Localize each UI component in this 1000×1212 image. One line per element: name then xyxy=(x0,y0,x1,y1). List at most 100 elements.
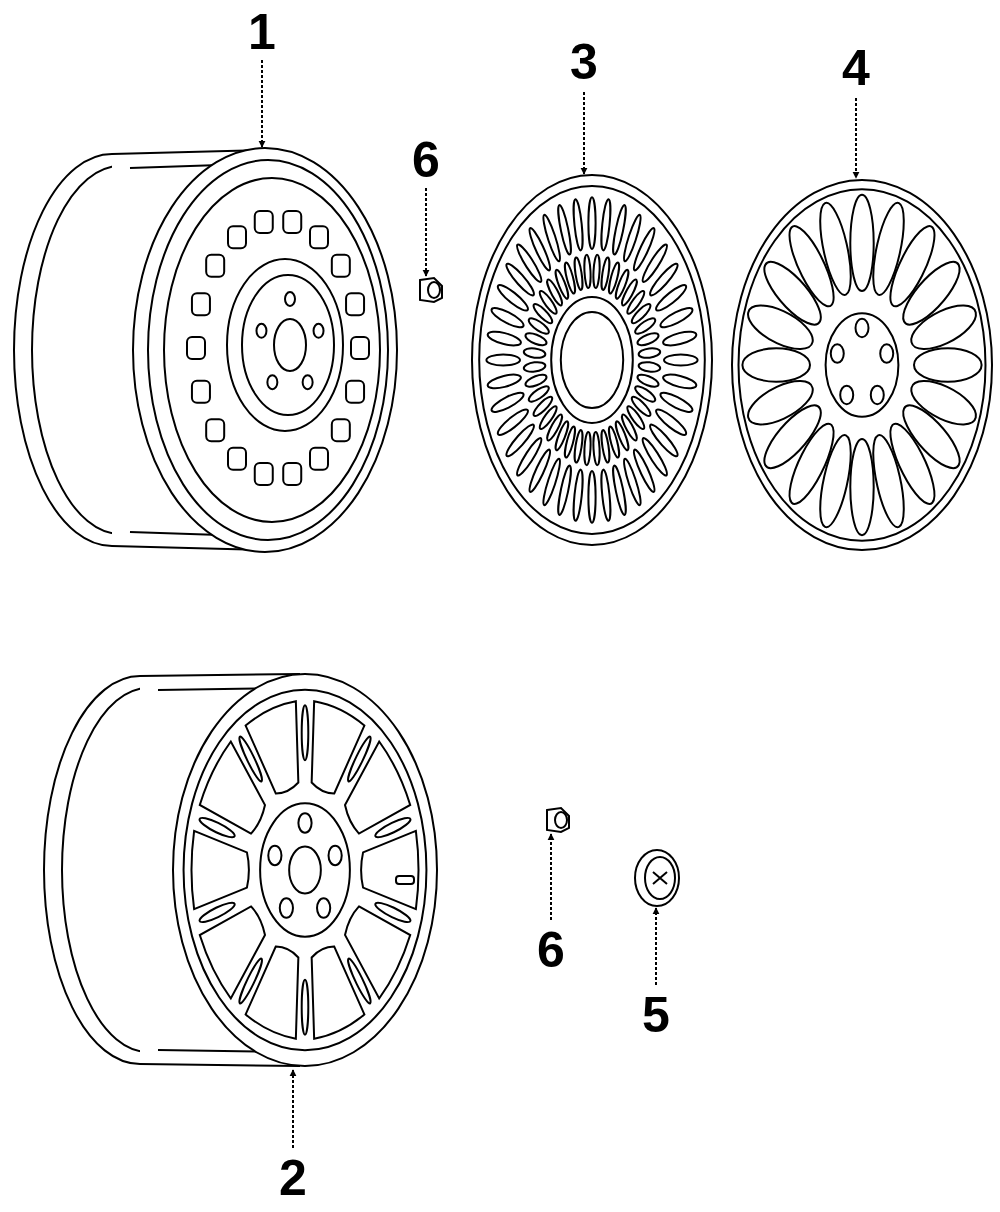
cap-body xyxy=(635,850,679,906)
cover-petal xyxy=(850,439,873,535)
callout-number: 3 xyxy=(570,37,598,87)
nut-body xyxy=(420,278,442,302)
cover-slot xyxy=(556,203,573,256)
nut-face xyxy=(555,812,567,828)
vent-hole xyxy=(346,381,364,403)
vent-hole xyxy=(187,337,205,359)
lug-nut xyxy=(420,278,442,302)
vent-hole xyxy=(206,419,224,441)
leader-line xyxy=(550,834,552,920)
lug-hole xyxy=(317,898,330,918)
vent-hole xyxy=(192,293,210,315)
cover-slot xyxy=(611,464,628,517)
cover-slot xyxy=(525,372,547,389)
wheel-face xyxy=(133,148,397,552)
spoke-window xyxy=(297,937,365,1042)
cover-slot xyxy=(600,429,611,464)
cover-slot xyxy=(638,361,660,373)
spoke-window xyxy=(191,831,248,909)
center-bore xyxy=(274,319,306,371)
spoke-windows xyxy=(191,698,418,1043)
vent-hole xyxy=(206,255,224,277)
wheel-cover-wire xyxy=(472,175,712,545)
callout-number: 1 xyxy=(248,7,276,57)
cover-center-hole xyxy=(561,312,623,408)
cover-slot xyxy=(524,347,546,359)
leader-line xyxy=(583,92,585,174)
lug-hole xyxy=(256,324,266,338)
cover-slot xyxy=(600,469,612,522)
cover-slot xyxy=(638,347,660,359)
callout-number: 5 xyxy=(642,990,670,1040)
cover-slot xyxy=(588,471,595,523)
nut-body xyxy=(547,808,569,832)
cover-center-ring xyxy=(551,297,633,423)
cover-slot xyxy=(486,354,520,365)
lug-hole xyxy=(329,846,342,866)
vent-hole xyxy=(346,293,364,315)
vent-hole xyxy=(283,463,301,485)
cover-slot xyxy=(573,256,584,291)
spoke-window xyxy=(335,739,412,853)
cover-slot xyxy=(487,372,521,391)
cap-face xyxy=(645,857,675,899)
wheel-flange xyxy=(184,690,427,1051)
callout-number: 6 xyxy=(537,925,565,975)
cover-slot xyxy=(593,432,601,466)
hub-face xyxy=(242,275,334,415)
cover-slot xyxy=(600,198,612,251)
cover-petal xyxy=(908,297,980,358)
cover-slot xyxy=(490,389,524,416)
lug-hole xyxy=(280,898,293,918)
callout-number: 4 xyxy=(842,43,870,93)
cover-slot xyxy=(664,354,698,365)
lug-holes xyxy=(268,813,341,918)
alloy-wheel xyxy=(44,674,437,1066)
spoke-slot xyxy=(302,980,309,1035)
cover-lug-holes xyxy=(831,319,893,404)
leader-line xyxy=(261,60,263,147)
lug-hole xyxy=(285,292,295,306)
lug-nut xyxy=(547,808,569,832)
cap-emblem xyxy=(653,872,667,884)
spoke-window xyxy=(198,887,275,1001)
vent-holes xyxy=(187,211,369,485)
lug-holes xyxy=(256,292,323,389)
lug-hole xyxy=(267,375,277,389)
cover-center xyxy=(826,313,899,417)
vent-hole xyxy=(351,337,369,359)
lug-hole xyxy=(871,386,884,405)
leader-line xyxy=(292,1070,294,1148)
cover-edge xyxy=(472,175,712,545)
cover-slot xyxy=(593,255,601,289)
cover-slot xyxy=(524,361,546,373)
steel-wheel xyxy=(14,148,397,552)
callout-number: 2 xyxy=(279,1153,307,1203)
vent-hole xyxy=(255,463,273,485)
spoke-window xyxy=(361,831,418,909)
lug-hole xyxy=(856,319,869,338)
cover-slot xyxy=(584,432,592,466)
cover-slot xyxy=(584,255,592,289)
vent-hole xyxy=(192,381,210,403)
nut-face xyxy=(428,282,440,298)
vent-hole xyxy=(310,448,328,470)
lug-hole xyxy=(831,344,844,363)
spoke-slot xyxy=(374,814,411,840)
callout-number: 6 xyxy=(412,135,440,185)
cover-slot xyxy=(659,304,693,331)
vent-hole xyxy=(255,211,273,233)
lug-hole xyxy=(314,324,324,338)
lug-hole xyxy=(840,386,853,405)
vent-hole xyxy=(332,255,350,277)
wheel-flange xyxy=(148,160,388,540)
lug-hole xyxy=(268,846,281,866)
vent-hole xyxy=(283,211,301,233)
spoke-slot xyxy=(302,705,309,760)
vent-hole xyxy=(228,448,246,470)
cover-slot xyxy=(663,372,697,391)
leader-line xyxy=(655,908,657,985)
leader-line xyxy=(425,188,427,276)
